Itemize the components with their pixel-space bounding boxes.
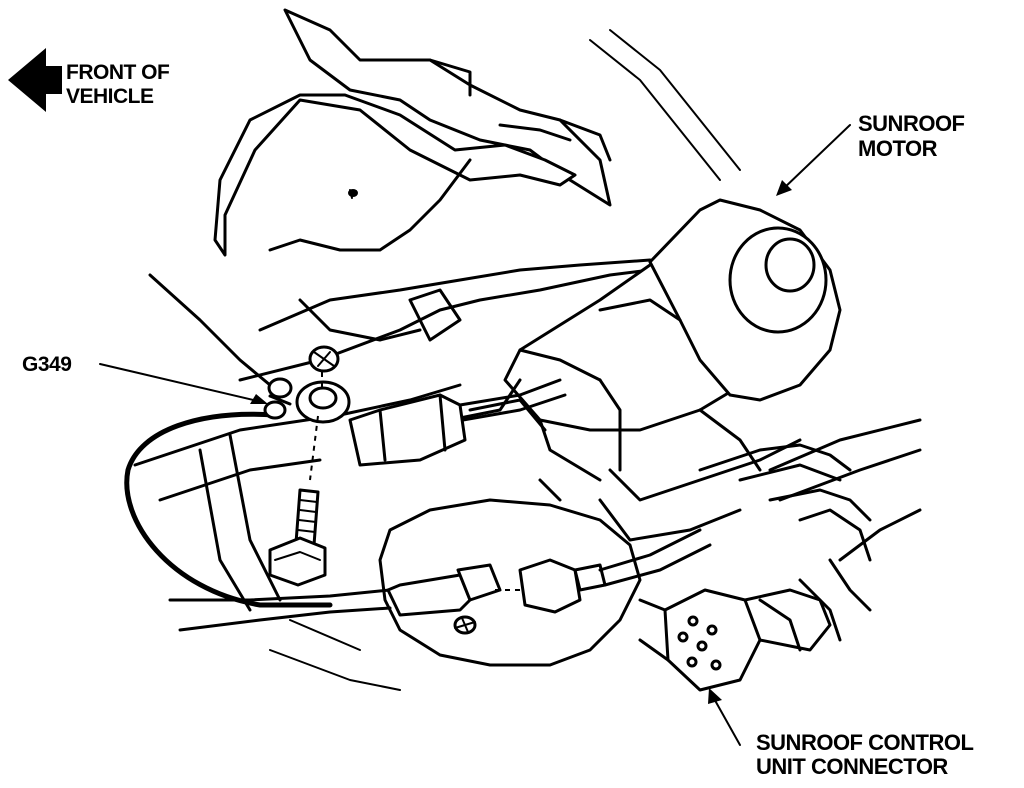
front-of-vehicle-label: FRONT OF VEHICLE <box>66 61 170 108</box>
leader-lines <box>99 124 851 746</box>
ground-id-label: G349 <box>22 353 72 376</box>
wire-harness <box>698 418 922 652</box>
roof-bracket <box>213 8 741 257</box>
front-of-vehicle-line2: VEHICLE <box>66 85 154 108</box>
front-of-vehicle-line1: FRONT OF <box>66 61 170 84</box>
drive-housing <box>378 408 802 667</box>
sunroof-motor-line2: MOTOR <box>858 136 937 161</box>
harness-connectors <box>124 273 712 632</box>
sunroof-motor-label: SUNROOF MOTOR <box>858 113 965 160</box>
control-unit-connector-line1: SUNROOF CONTROL <box>756 730 974 755</box>
control-unit-connector-line2: UNIT CONNECTOR <box>756 754 948 779</box>
ground-point-g349 <box>263 345 351 587</box>
control-unit-connector <box>638 588 832 692</box>
sunroof-motor-line1: SUNROOF <box>858 111 965 136</box>
sunroof-motor <box>448 198 842 482</box>
left-arrow-icon <box>8 48 62 112</box>
control-unit-connector-label: SUNROOF CONTROL UNIT CONNECTOR <box>756 730 974 779</box>
